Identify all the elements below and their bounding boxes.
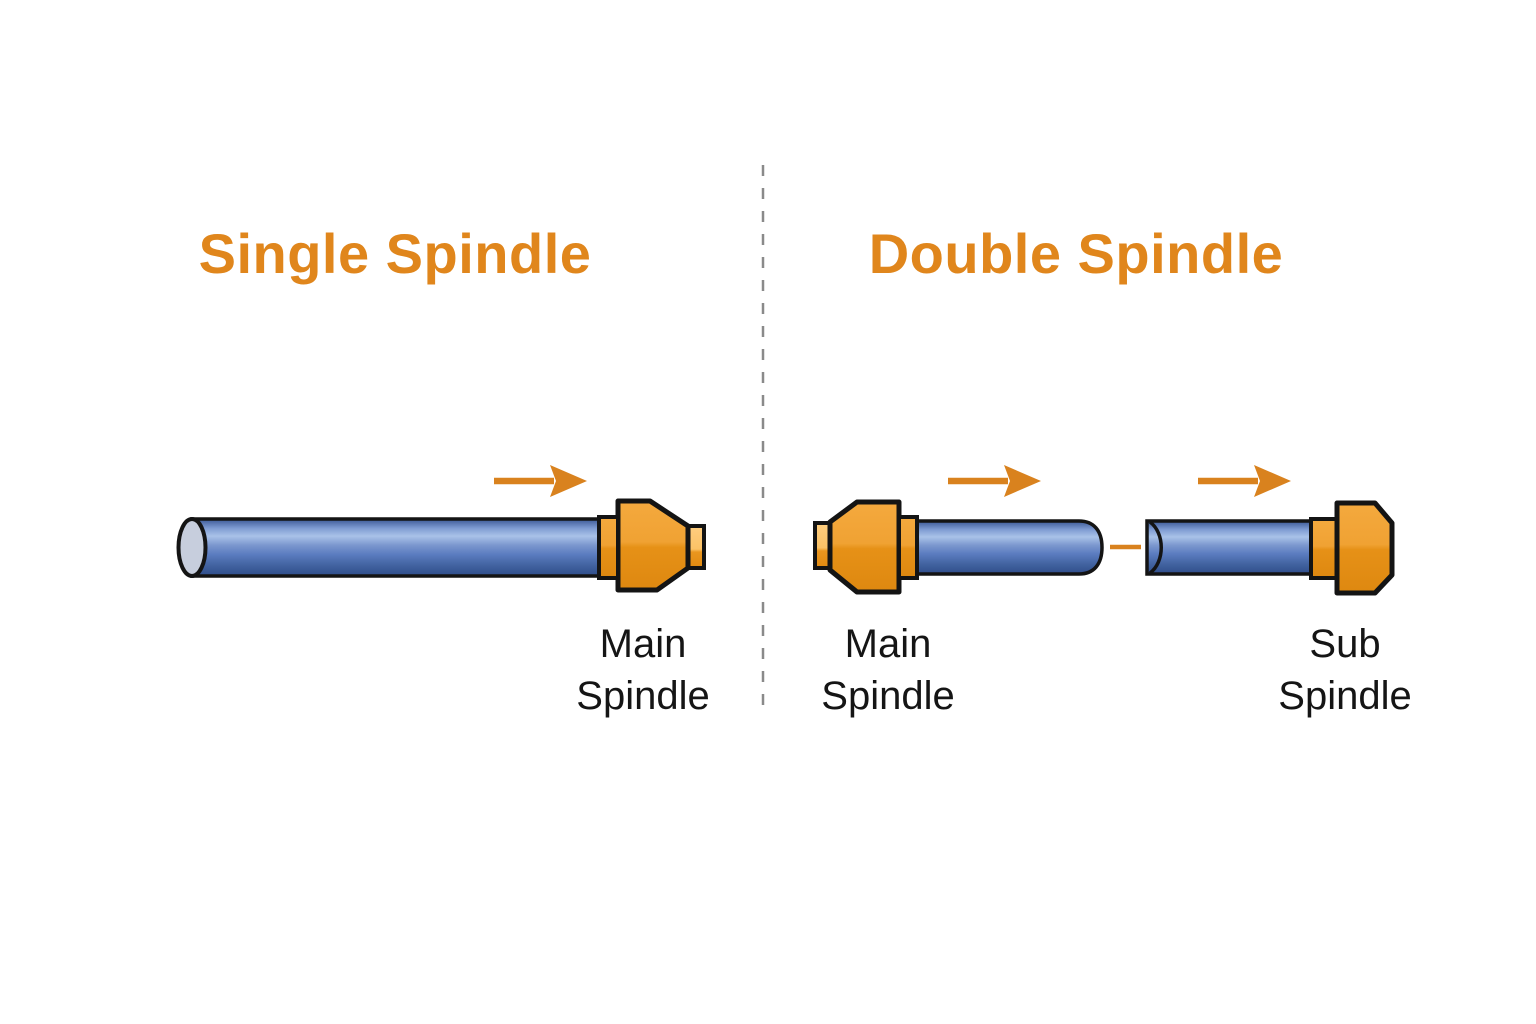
sub-spindle-label-line2: Spindle bbox=[1278, 674, 1412, 718]
main-workpiece-rod bbox=[915, 519, 1104, 576]
sub-spindle-chuck bbox=[1334, 500, 1395, 596]
chuck-collar bbox=[897, 515, 919, 580]
main-spindle-label-line1: Main bbox=[844, 622, 932, 666]
main-spindle-label-line2: Spindle bbox=[821, 674, 955, 718]
main-spindle-label: Main Spindle bbox=[821, 618, 954, 722]
single-spindle-graphic bbox=[176, 498, 706, 593]
sub-spindle-label: Sub Spindle bbox=[1278, 618, 1411, 722]
main-spindle-label-line1: Main bbox=[599, 622, 687, 666]
double-main-spindle-graphic bbox=[813, 499, 1141, 595]
sub-spindle-graphic bbox=[1145, 500, 1395, 596]
main-spindle-label: Main Spindle bbox=[576, 618, 709, 722]
sub-spindle-label-line1: Sub bbox=[1309, 622, 1381, 666]
arrow-right-icon bbox=[1198, 465, 1291, 497]
chuck-collar bbox=[1309, 517, 1339, 580]
arrow-right-icon bbox=[494, 465, 587, 497]
main-spindle-chuck bbox=[615, 498, 691, 593]
bar-stock-rod bbox=[190, 517, 606, 578]
main-spindle-chuck bbox=[827, 499, 902, 595]
rod-end-cap bbox=[176, 517, 208, 578]
double-spindle-title: Double Spindle bbox=[868, 222, 1284, 285]
chuck-collar bbox=[597, 515, 620, 580]
main-spindle-label-line2: Spindle bbox=[576, 674, 710, 718]
arrow-right-icon bbox=[948, 465, 1041, 497]
sub-workpiece-rod bbox=[1145, 519, 1314, 576]
dashed-vertical-divider bbox=[761, 165, 765, 705]
cut-face-arc bbox=[1148, 520, 1163, 575]
single-spindle-title: Single Spindle bbox=[198, 222, 592, 285]
